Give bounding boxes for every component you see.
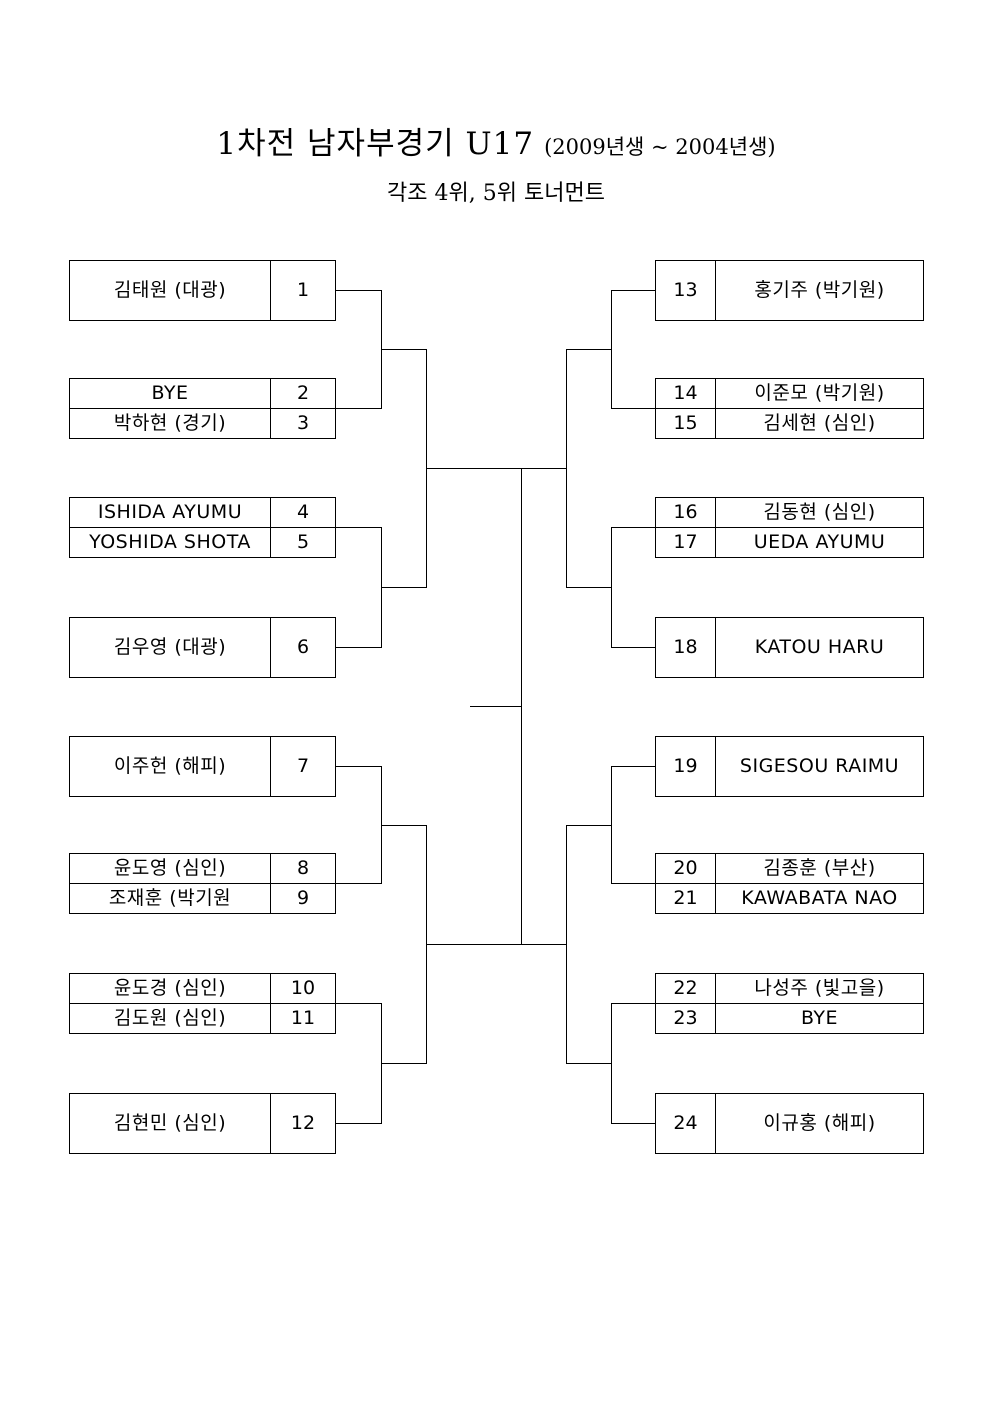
- bracket-entry-number-24: 24: [655, 1093, 716, 1154]
- page-title-main: 1차전 남자부경기 U17: [216, 126, 535, 162]
- bracket-entry-name-5[interactable]: YOSHIDA SHOTA: [69, 527, 271, 558]
- bracket-entry-name-18[interactable]: KATOU HARU: [715, 617, 924, 678]
- bracket-entry-name-16[interactable]: 김동현 (심인): [715, 497, 924, 528]
- bracket-entry-number-12: 12: [270, 1093, 336, 1154]
- bracket-entry-number-6: 6: [270, 617, 336, 678]
- connector-left-r1c-out: [381, 825, 426, 826]
- connector-left-r1d-bot: [336, 1123, 382, 1124]
- bracket-entry-name-7[interactable]: 이주헌 (해피): [69, 736, 271, 797]
- bracket-entry-name-1[interactable]: 김태원 (대광): [69, 260, 271, 321]
- bracket-entry-name-24[interactable]: 이규홍 (해피): [715, 1093, 924, 1154]
- connector-right-r1b-top: [611, 527, 656, 528]
- bracket-entry-number-22: 22: [655, 973, 716, 1004]
- bracket-entry-name-13[interactable]: 홍기주 (박기원): [715, 260, 924, 321]
- connector-left-r1a-bot: [336, 408, 382, 409]
- bracket-entry-name-4[interactable]: ISHIDA AYUMU: [69, 497, 271, 528]
- connector-right-r1d-bot: [611, 1123, 656, 1124]
- connector-left-final-out: [470, 706, 522, 707]
- bracket-entry-number-23: 23: [655, 1003, 716, 1034]
- bracket-entry-name-2[interactable]: BYE: [69, 378, 271, 409]
- bracket-entry-number-13: 13: [655, 260, 716, 321]
- bracket-entry-number-3: 3: [270, 408, 336, 439]
- connector-right-r1b-out: [566, 587, 612, 588]
- connector-left-r1b-out: [381, 587, 426, 588]
- connector-right-r1d-out: [566, 1063, 612, 1064]
- bracket-entry-number-11: 11: [270, 1003, 336, 1034]
- bracket-entry-number-10: 10: [270, 973, 336, 1004]
- bracket-entry-number-7: 7: [270, 736, 336, 797]
- connector-right-r1c-out: [566, 825, 612, 826]
- bracket-entry-name-14[interactable]: 이준모 (박기원): [715, 378, 924, 409]
- bracket-entry-number-18: 18: [655, 617, 716, 678]
- bracket-entry-name-15[interactable]: 김세현 (심인): [715, 408, 924, 439]
- bracket-entry-number-19: 19: [655, 736, 716, 797]
- bracket-entry-name-10[interactable]: 윤도경 (심인): [69, 973, 271, 1004]
- bracket-entry-name-22[interactable]: 나성주 (빛고을): [715, 973, 924, 1004]
- bracket-entry-name-20[interactable]: 김종훈 (부산): [715, 853, 924, 884]
- bracket-entry-name-8[interactable]: 윤도영 (심인): [69, 853, 271, 884]
- connector-left-r1d-out: [381, 1063, 426, 1064]
- connector-left-r1a-top: [336, 290, 382, 291]
- bracket-entry-name-17[interactable]: UEDA AYUMU: [715, 527, 924, 558]
- connector-left-r1b-bot: [336, 647, 382, 648]
- connector-left-r1b-top: [336, 527, 382, 528]
- connector-left-qf-top-out: [426, 468, 522, 469]
- connector-right-qf-bot-out: [521, 944, 567, 945]
- bracket-entry-number-4: 4: [270, 497, 336, 528]
- bracket-entry-name-12[interactable]: 김현민 (심인): [69, 1093, 271, 1154]
- connector-right-qf-top-out: [521, 468, 567, 469]
- bracket-entry-number-1: 1: [270, 260, 336, 321]
- connector-right-r1b-bot: [611, 647, 656, 648]
- bracket-entry-number-14: 14: [655, 378, 716, 409]
- connector-right-r1c-bot: [611, 883, 656, 884]
- connector-right-r1a-out: [566, 349, 612, 350]
- bracket-entry-number-15: 15: [655, 408, 716, 439]
- connector-right-r1a-bot: [611, 408, 656, 409]
- bracket-entry-name-6[interactable]: 김우영 (대광): [69, 617, 271, 678]
- connector-left-r1a-out: [381, 349, 426, 350]
- connector-right-r1a-top: [611, 290, 656, 291]
- bracket-entry-name-11[interactable]: 김도원 (심인): [69, 1003, 271, 1034]
- bracket-entry-name-3[interactable]: 박하현 (경기): [69, 408, 271, 439]
- bracket-entry-number-20: 20: [655, 853, 716, 884]
- connector-left-r1d-top: [336, 1003, 382, 1004]
- bracket-entry-number-5: 5: [270, 527, 336, 558]
- bracket-entry-name-21[interactable]: KAWABATA NAO: [715, 883, 924, 914]
- connector-right-r1d-top: [611, 1003, 656, 1004]
- bracket-entry-number-17: 17: [655, 527, 716, 558]
- connector-left-r1c-bot: [336, 883, 382, 884]
- bracket-entry-name-23[interactable]: BYE: [715, 1003, 924, 1034]
- bracket-entry-number-8: 8: [270, 853, 336, 884]
- connector-left-r1c-top: [336, 766, 382, 767]
- connector-right-r1c-top: [611, 766, 656, 767]
- page-title-agerange: (2009년생 ~ 2004년생): [544, 135, 776, 159]
- page-title: 1차전 남자부경기 U17 (2009년생 ~ 2004년생): [0, 118, 992, 163]
- bracket-entry-name-9[interactable]: 조재훈 (박기원: [69, 883, 271, 914]
- connector-left-qf-bot-out: [426, 944, 522, 945]
- bracket-entry-number-9: 9: [270, 883, 336, 914]
- bracket-entry-number-16: 16: [655, 497, 716, 528]
- bracket-entry-number-21: 21: [655, 883, 716, 914]
- bracket-entry-name-19[interactable]: SIGESOU RAIMU: [715, 736, 924, 797]
- bracket-entry-number-2: 2: [270, 378, 336, 409]
- page-subtitle: 각조 4위, 5위 토너먼트: [387, 181, 605, 206]
